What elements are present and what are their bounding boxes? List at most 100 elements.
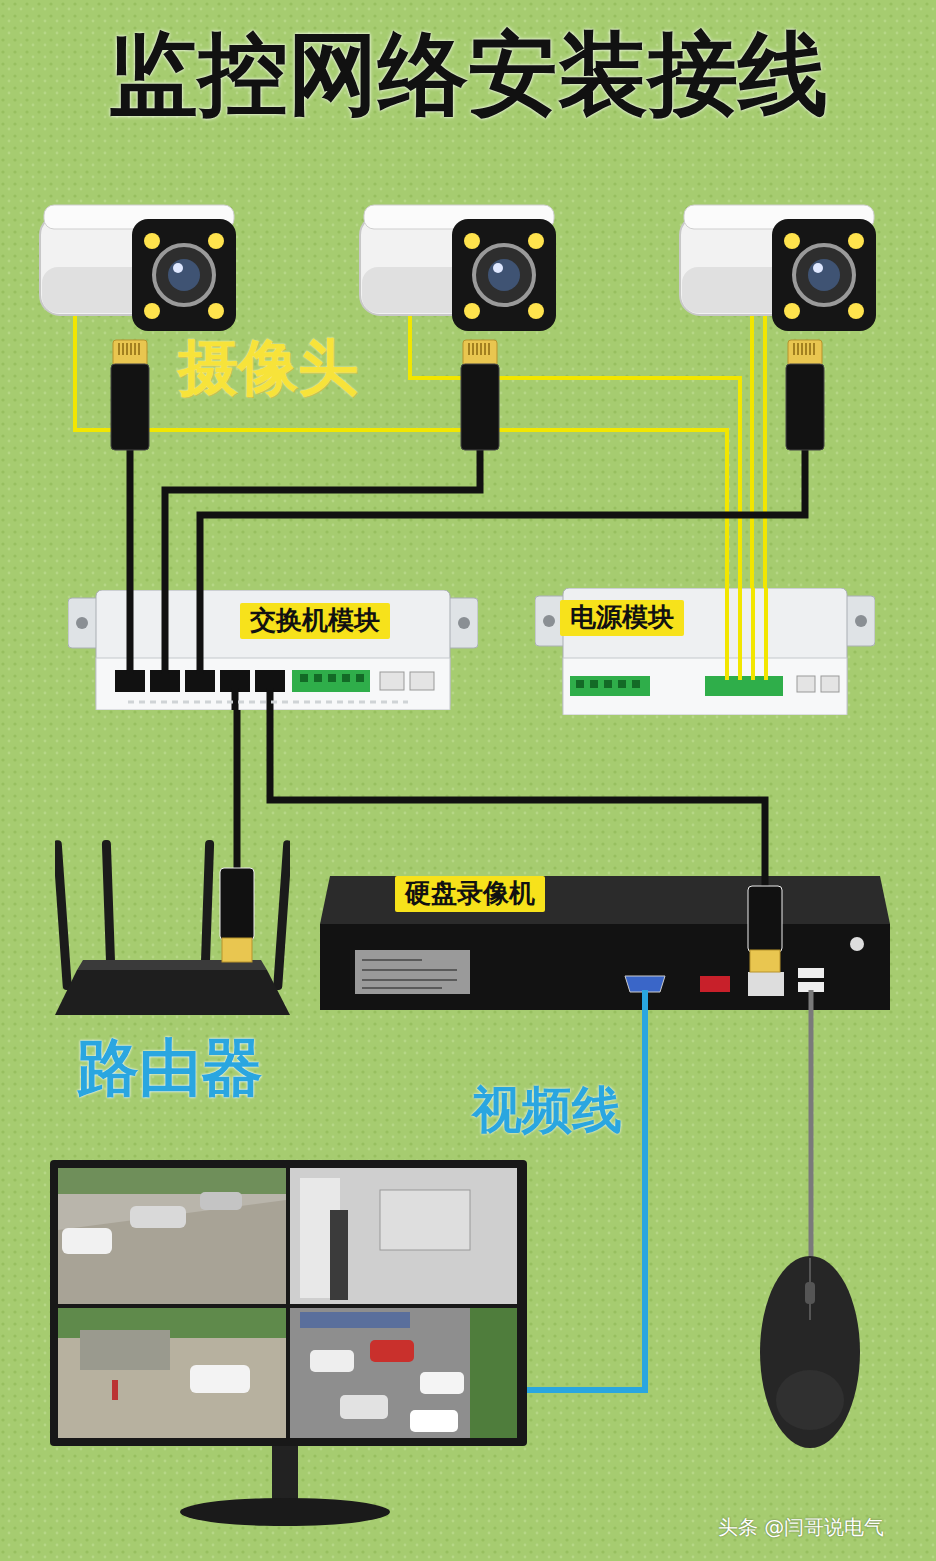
power-wire [75, 312, 765, 600]
nvr-recorder: 硬盘录像机 [320, 876, 890, 1010]
mouse [760, 1256, 860, 1448]
monitor [470, 1308, 517, 1438]
nvr-recorder-drawing [700, 976, 730, 992]
monitor [310, 1350, 354, 1372]
monitor [272, 1444, 298, 1500]
nvr-recorder-drawing [642, 990, 648, 1010]
nvr-recorder-drawing [798, 968, 824, 978]
rj45-plug [786, 340, 824, 450]
monitor [200, 1192, 242, 1210]
monitor [80, 1330, 170, 1370]
nvr-recorder-drawing [850, 937, 864, 951]
router-drawing [234, 830, 241, 870]
nvr-recorder-drawing [320, 924, 890, 1010]
rj45-plug [111, 340, 149, 450]
power-wire [750, 312, 754, 600]
monitor [50, 1160, 527, 1526]
camera [40, 205, 236, 331]
switch-module: 交换机模块 [68, 590, 478, 710]
router-drawing [273, 840, 290, 990]
monitor [300, 1312, 410, 1328]
diagram-title: 监控网络安装接线 [0, 22, 936, 126]
mouse [776, 1370, 844, 1430]
monitor [290, 1308, 517, 1438]
power-module-drawing [570, 676, 650, 696]
mouse [805, 1282, 815, 1304]
nvr-recorder-drawing [625, 976, 665, 992]
monitor [62, 1228, 112, 1254]
power-module-drawing [576, 680, 640, 688]
monitor [340, 1395, 388, 1419]
power-module-drawing [855, 615, 867, 627]
power-wire [763, 312, 767, 600]
power-module-drawing [821, 676, 839, 692]
camera-label: 摄像头 [178, 333, 358, 402]
switch-module-drawing [410, 672, 434, 690]
device-name: 路由器 [77, 1034, 263, 1102]
mouse [760, 1256, 860, 1448]
nvr-recorder-drawing [355, 950, 470, 994]
power-module-drawing [797, 676, 815, 692]
switch-module-drawing [380, 672, 404, 690]
power-module-drawing [705, 676, 783, 696]
monitor [180, 1498, 390, 1526]
camera [680, 205, 876, 331]
monitor [290, 1168, 517, 1304]
monitor [410, 1410, 458, 1432]
monitor [190, 1365, 250, 1393]
device-tag: 交换机模块 [240, 603, 390, 639]
monitor [130, 1206, 186, 1228]
mouse-cable [809, 1005, 814, 1262]
video-cable [527, 1005, 645, 1390]
nvr-recorder-drawing [362, 960, 457, 988]
network-cable [130, 448, 805, 600]
monitor [420, 1372, 464, 1394]
monitor [112, 1380, 118, 1400]
power-module: 电源模块 [535, 588, 875, 715]
monitor [50, 1160, 527, 1446]
power-module-drawing [727, 588, 766, 680]
switch-module-drawing [76, 617, 88, 629]
power-wire [75, 312, 727, 600]
router-drawing [55, 840, 72, 990]
nvr-recorder-drawing [320, 876, 890, 924]
camera [40, 205, 876, 331]
monitor [330, 1210, 348, 1300]
rj45-plug [461, 340, 499, 450]
power-module-drawing [563, 658, 847, 715]
device-tag: 电源模块 [560, 600, 684, 636]
network-cable [234, 710, 241, 830]
camera [360, 205, 556, 331]
switch-module-drawing [458, 617, 470, 629]
network-cable [200, 448, 805, 600]
nvr-recorder-drawing [809, 990, 814, 1010]
monitor [380, 1190, 470, 1250]
switch-module-drawing [128, 701, 408, 704]
video-cable-label: 视频线 [472, 1082, 622, 1140]
network-cable [165, 448, 480, 600]
power-module-drawing [543, 615, 555, 627]
network-cable [270, 710, 765, 876]
switch-module-drawing [96, 658, 450, 710]
router-drawing [222, 938, 252, 962]
switch-module-drawing [130, 590, 200, 674]
device-tag: 硬盘录像机 [395, 876, 545, 912]
switch-module-drawing [96, 590, 450, 710]
switch-module-drawing [300, 674, 364, 682]
router: 路由器 [55, 830, 290, 1110]
network-cable [127, 448, 134, 600]
nvr-recorder-drawing [750, 950, 780, 972]
switch-module-drawing [292, 670, 370, 692]
monitor [58, 1168, 286, 1194]
monitor [58, 1200, 286, 1304]
watermark: 头条 @闫哥说电气 [718, 1516, 884, 1539]
monitor [58, 1168, 286, 1304]
monitor [370, 1340, 414, 1362]
router-drawing [55, 970, 290, 1015]
